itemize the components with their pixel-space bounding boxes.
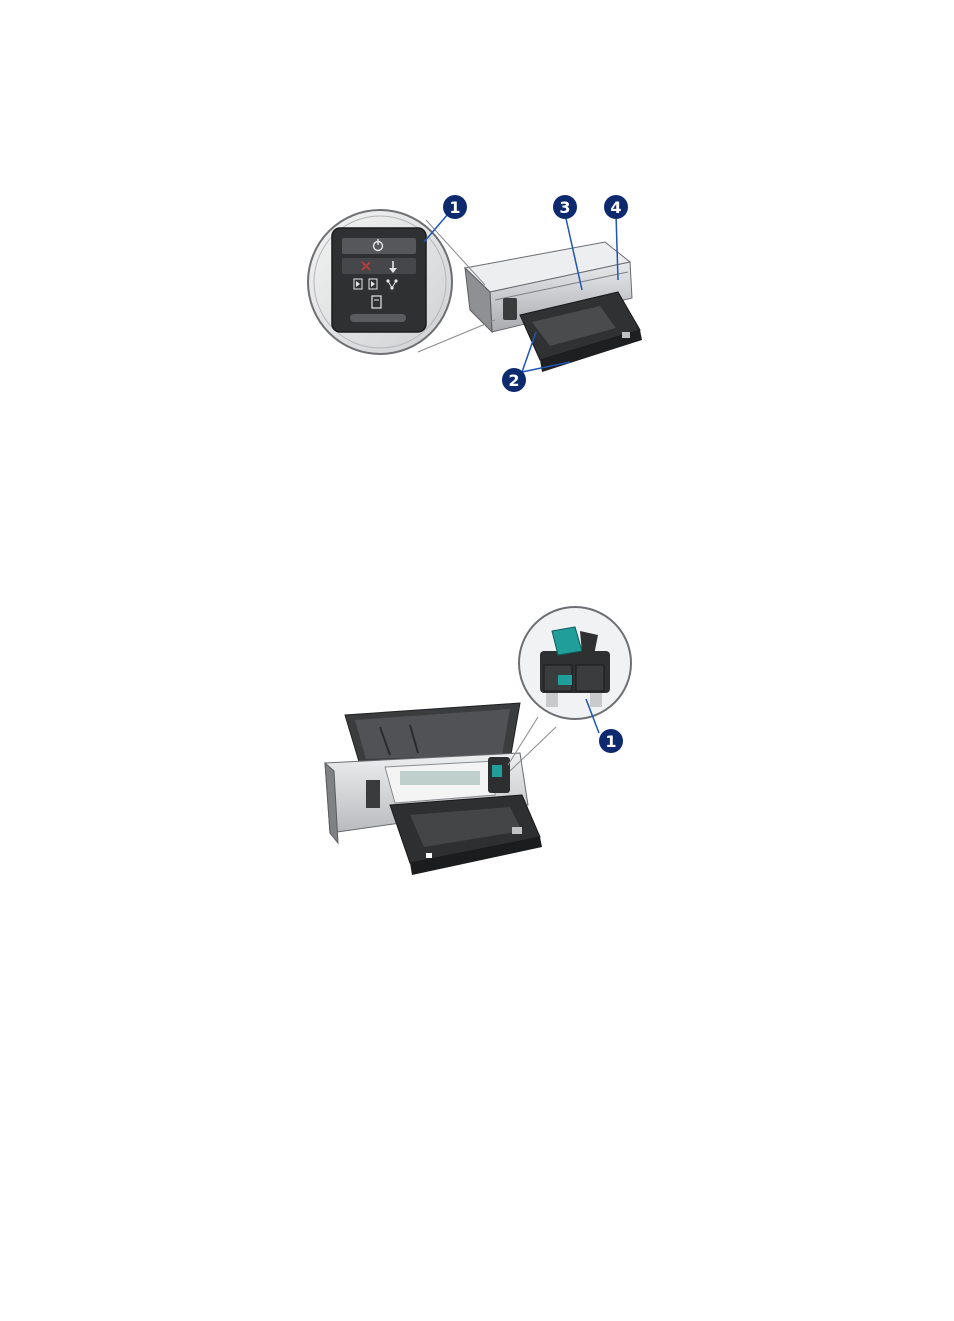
callout-4: 4 [604,195,628,219]
svg-text:1: 1 [605,732,616,751]
printer-front-illustration: 1 3 4 2 [300,180,660,410]
svg-text:2: 2 [508,371,519,390]
svg-text:3: 3 [559,198,570,217]
callout-2: 2 [502,368,526,392]
callout-1: 1 [443,195,467,219]
svg-text:1: 1 [449,198,460,217]
control-panel [366,780,380,808]
svg-text:4: 4 [610,198,621,217]
printer-open-illustration: 1 [300,595,640,885]
paper-trays [390,795,542,875]
callout-1: 1 [599,729,623,753]
side-control-panel [503,298,517,320]
report-page-button [350,314,406,322]
callout-3: 3 [553,195,577,219]
